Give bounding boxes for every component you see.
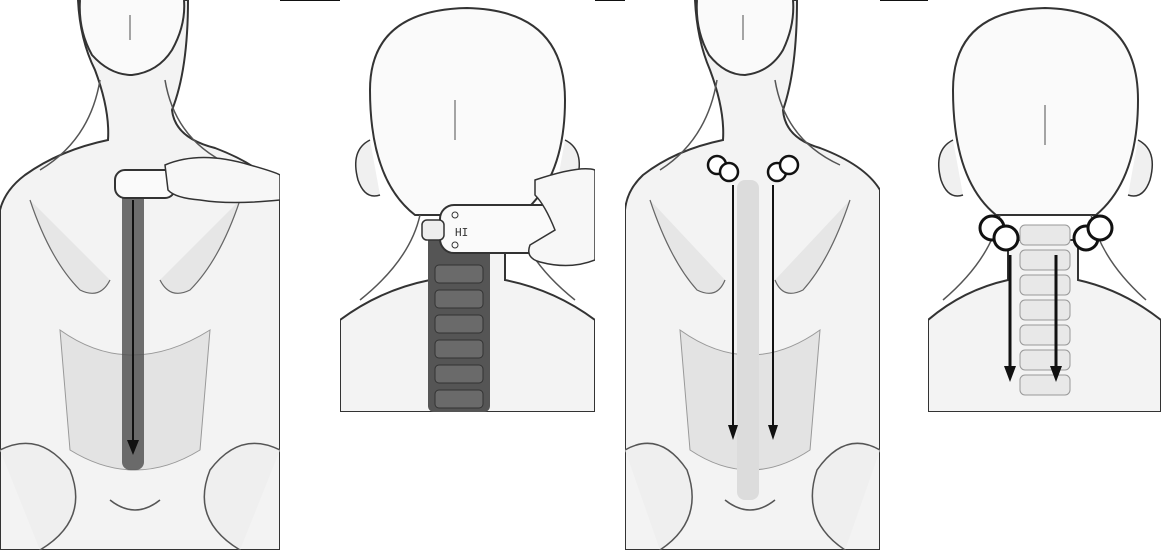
- device-display: HI: [455, 226, 468, 239]
- illustration-back-dual-rollers: [625, 0, 880, 550]
- cervical-spine: [1020, 225, 1070, 395]
- top-rule-1: [280, 0, 340, 1]
- top-rule-2: [595, 0, 625, 1]
- neck-figure-4: [928, 0, 1161, 412]
- illustration-neck-device: HI: [340, 0, 595, 412]
- back-figure-3: [625, 0, 880, 550]
- roller-pair-left: [980, 216, 1018, 250]
- roller-pair-right: [1074, 216, 1112, 250]
- hand-icon: [165, 158, 280, 203]
- top-rule-3: [880, 0, 928, 1]
- illustration-neck-dual-rollers: [928, 0, 1161, 412]
- back-figure-1: [0, 0, 280, 550]
- neck-figure-2: HI: [340, 0, 595, 412]
- illustration-back-roller: [0, 0, 280, 550]
